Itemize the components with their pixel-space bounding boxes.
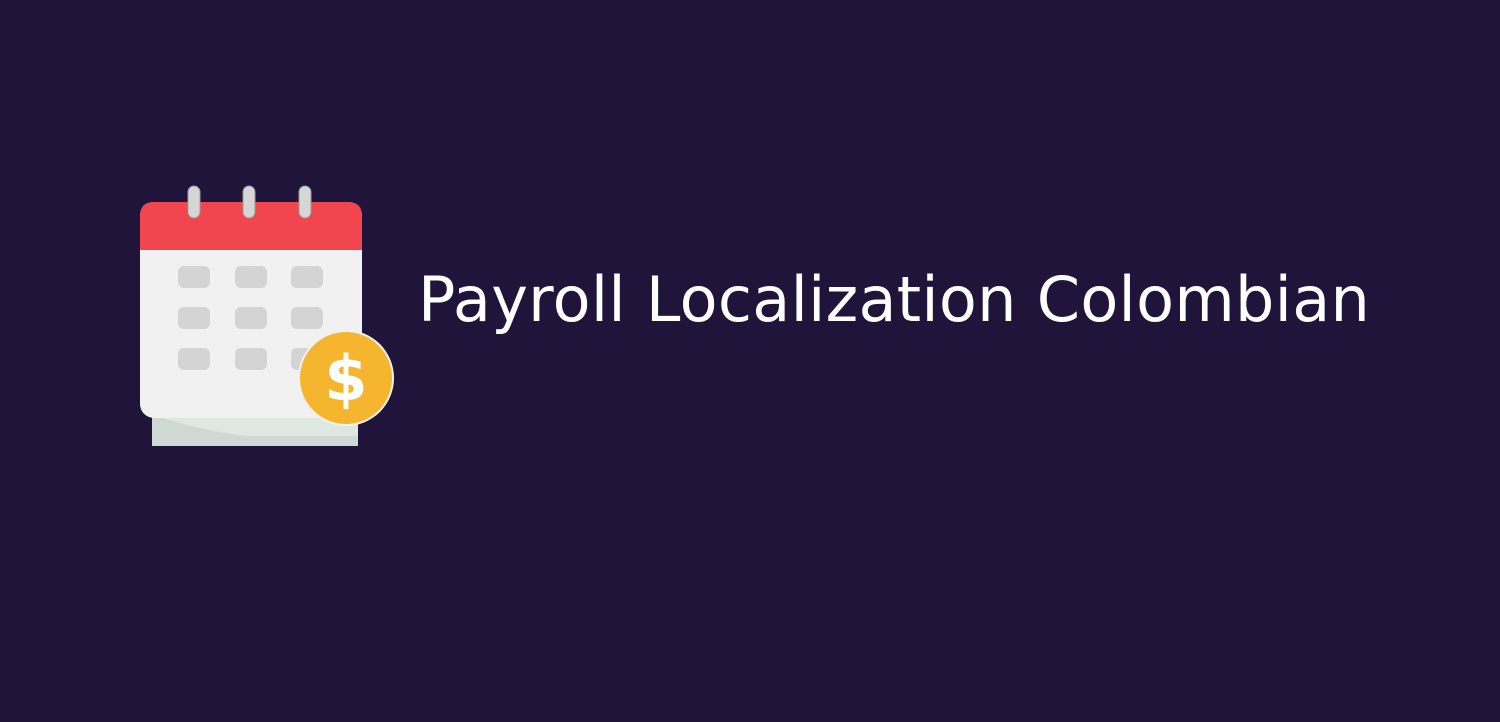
calendar-rings [187, 185, 312, 219]
dollar-sign: $ [324, 342, 367, 415]
page-title: Payroll Localization Colombian [418, 263, 1371, 336]
dollar-coin-icon: $ [298, 330, 394, 426]
calendar-day-grid [178, 266, 323, 370]
calendar-payroll-icon: $ [140, 185, 394, 446]
